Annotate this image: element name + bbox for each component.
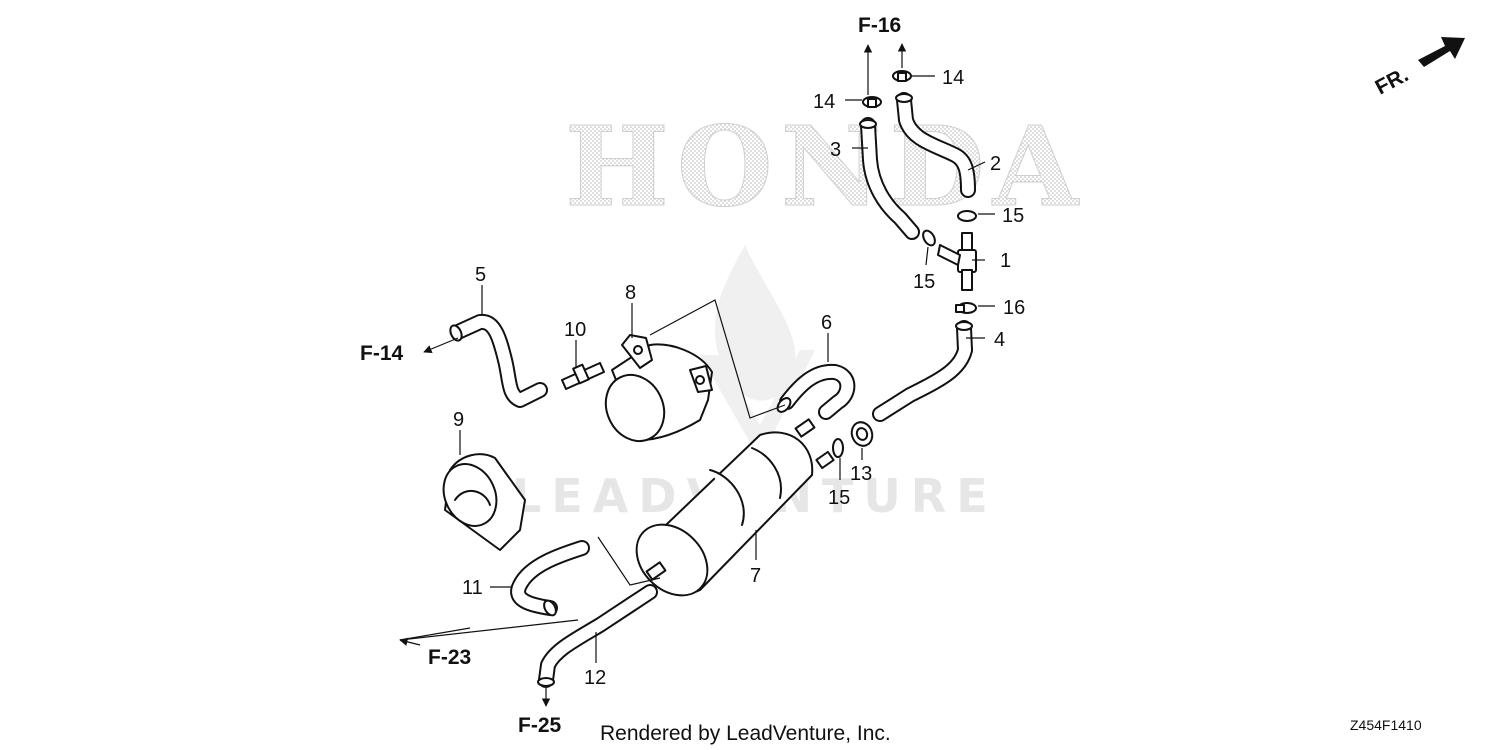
front-direction-indicator: FR.	[1372, 37, 1465, 99]
callout-15b[interactable]: 15	[913, 271, 935, 293]
callout-8[interactable]: 8	[625, 282, 636, 304]
callout-14b[interactable]: 14	[942, 67, 964, 89]
front-label: FR.	[1372, 63, 1413, 99]
callout-1[interactable]: 1	[1000, 250, 1011, 272]
brand-watermark: HONDA	[565, 102, 1086, 231]
part-16-clip[interactable]	[955, 302, 977, 314]
part-7-fuel-pump[interactable]	[623, 418, 835, 609]
leader-lines	[399, 43, 995, 707]
part-15-clip[interactable]	[921, 229, 938, 248]
reference-f23[interactable]: F-23	[428, 646, 471, 669]
callout-9[interactable]: 9	[453, 409, 464, 431]
callout-15a[interactable]: 15	[1002, 205, 1024, 227]
part-15-clip[interactable]	[957, 210, 977, 222]
flame-watermark-icon	[700, 245, 815, 460]
callout-3[interactable]: 3	[830, 139, 841, 161]
front-arrow-icon	[1418, 37, 1465, 67]
part-11-fuel-hose[interactable]	[510, 540, 590, 617]
part-12-fuel-hose[interactable]	[537, 584, 658, 688]
part-6-fuel-hose[interactable]	[775, 363, 856, 420]
callout-15c[interactable]: 15	[828, 487, 850, 509]
callout-11[interactable]: 11	[462, 577, 483, 599]
callout-12[interactable]: 12	[584, 667, 606, 689]
diagram-code: Z454F1410	[1350, 717, 1422, 733]
part-4-fuel-hose[interactable]	[872, 320, 973, 422]
part-5-fuel-hose[interactable]	[448, 314, 548, 408]
part-14-clip[interactable]	[862, 96, 882, 108]
part-2-fuel-hose[interactable]	[895, 92, 976, 198]
callout-16[interactable]: 16	[1003, 297, 1025, 319]
callout-7[interactable]: 7	[750, 565, 761, 587]
part-14-clip[interactable]	[892, 70, 912, 82]
render-credit: Rendered by LeadVenture, Inc.	[600, 722, 891, 745]
callout-10[interactable]: 10	[564, 319, 586, 341]
part-3-fuel-hose[interactable]	[859, 117, 920, 240]
part-13-grommet[interactable]	[848, 419, 875, 448]
callout-2[interactable]: 2	[990, 153, 1001, 175]
callout-13[interactable]: 13	[850, 463, 872, 485]
callout-14a[interactable]: 14	[813, 91, 835, 113]
callout-6[interactable]: 6	[821, 312, 832, 334]
reference-f16[interactable]: F-16	[858, 14, 901, 37]
callout-5[interactable]: 5	[475, 264, 486, 286]
part-10-joint[interactable]	[561, 362, 605, 390]
part-15-clip[interactable]	[832, 438, 844, 458]
part-1-three-way-joint[interactable]	[937, 232, 977, 291]
reference-f25[interactable]: F-25	[518, 714, 562, 737]
reference-f14[interactable]: F-14	[360, 342, 404, 365]
part-8-pump-holder[interactable]	[595, 334, 713, 451]
callout-4[interactable]: 4	[994, 329, 1005, 351]
part-9-pump-cushion[interactable]	[434, 453, 526, 551]
